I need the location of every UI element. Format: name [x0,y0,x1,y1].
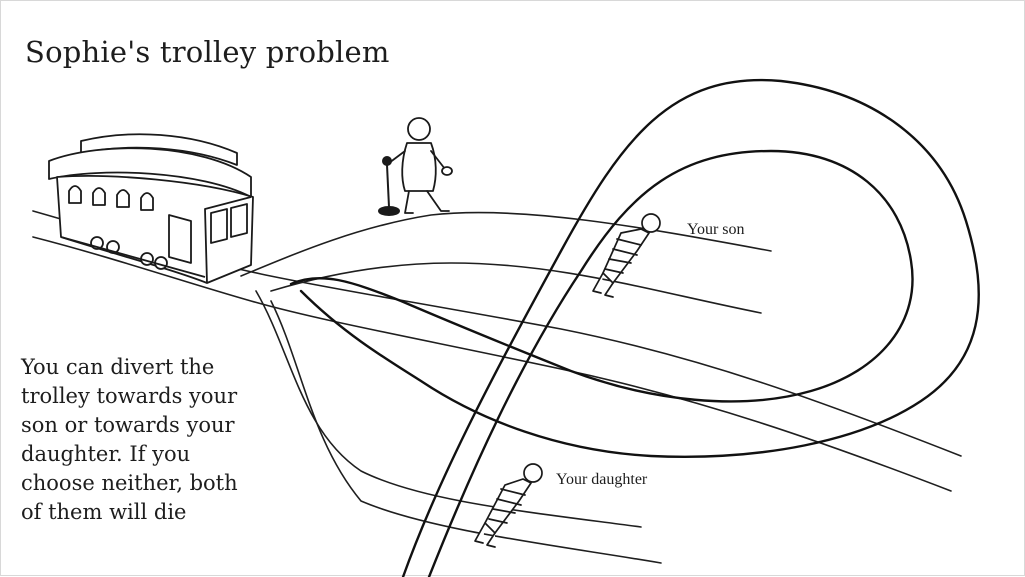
loop-track [289,78,980,577]
description-line: daughter. If you [21,442,191,466]
upper-branch-track [240,211,772,314]
daughter-label: Your daughter [556,471,648,488]
son-label: Your son [687,221,745,238]
daughter-figure-icon [474,463,543,548]
son-figure-icon [592,213,661,298]
lever-icon [378,156,400,216]
bystander-figure-icon [388,117,453,214]
description-line: son or towards your [21,413,235,437]
description-line: You can divert the [21,355,215,379]
lower-branch-track [255,290,662,564]
page-title: Sophie's trolley problem [25,35,390,69]
description-line: choose neither, both [21,471,238,495]
description-text: You can divert the trolley towards your … [21,353,301,527]
trolley-icon [48,133,254,284]
description-line: trolley towards your [21,384,238,408]
description-line: of them will die [21,500,187,524]
